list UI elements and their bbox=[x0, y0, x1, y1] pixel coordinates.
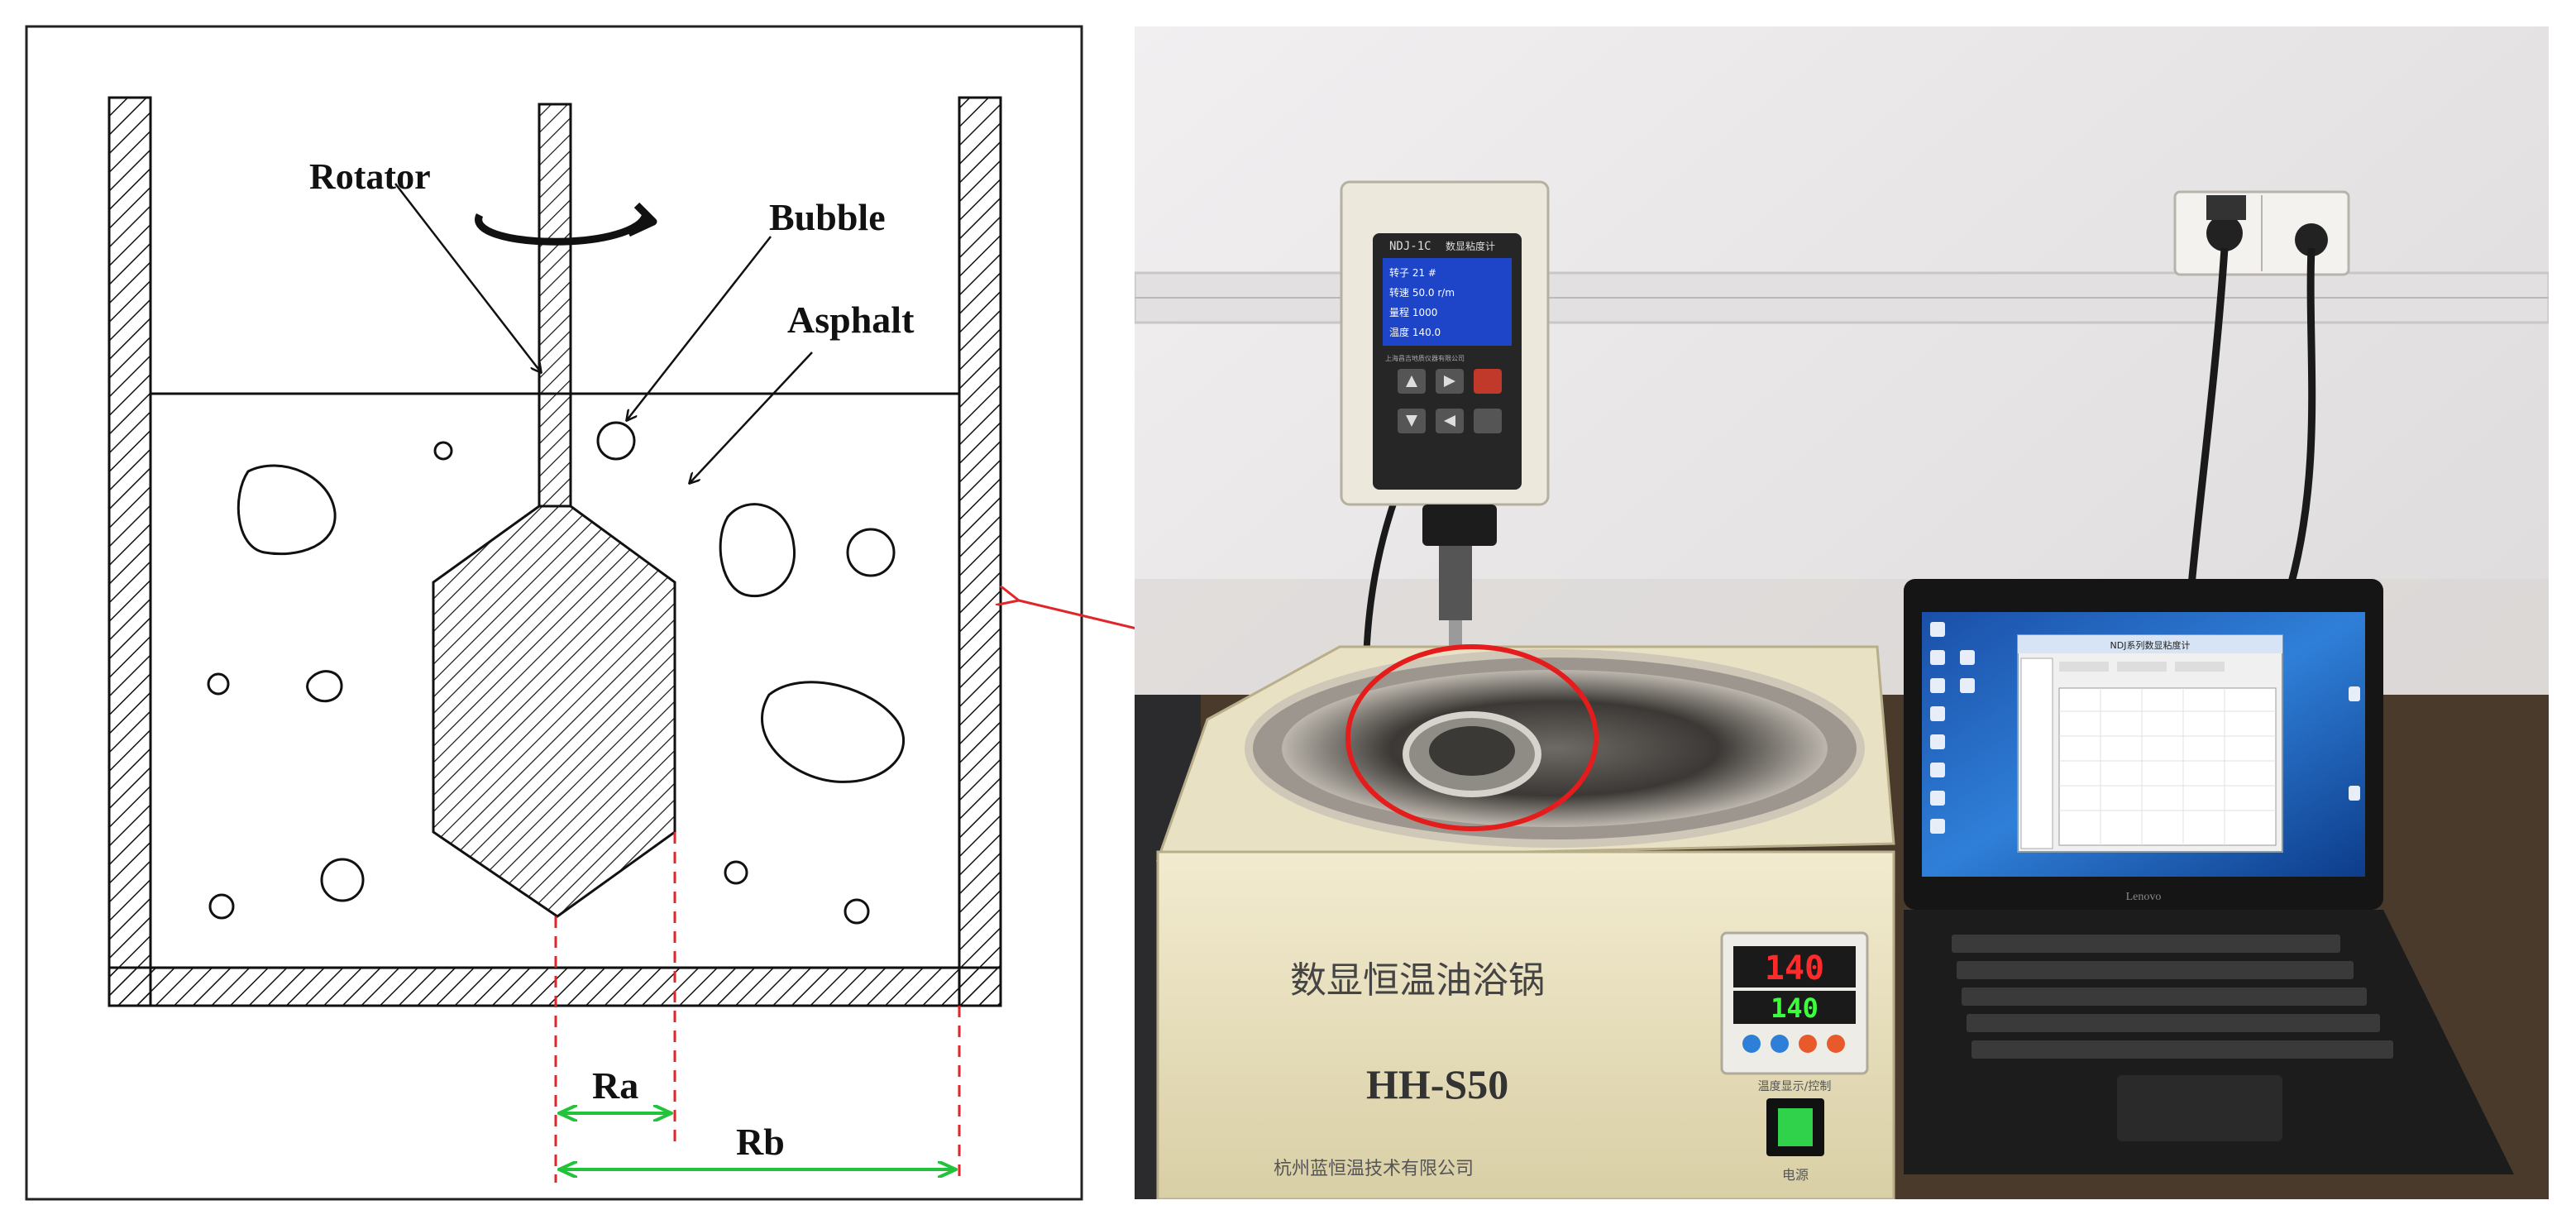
rotation-arrow-icon bbox=[475, 202, 657, 246]
viscometer-row: 转速 50.0 r/m bbox=[1389, 286, 1455, 299]
controller-button[interactable] bbox=[1742, 1035, 1761, 1053]
bubble bbox=[433, 441, 453, 461]
wall-socket bbox=[2173, 190, 2350, 276]
viscometer-row: 转子 21 # bbox=[1389, 266, 1436, 279]
bath-company: 杭州蓝恒温技术有限公司 bbox=[1274, 1159, 1474, 1179]
rb-label: Rb bbox=[736, 1121, 785, 1163]
bubble bbox=[596, 421, 636, 461]
laptop-brand: Lenovo bbox=[2126, 891, 2162, 903]
bubble bbox=[719, 503, 796, 598]
bubble bbox=[207, 672, 230, 696]
container-walls bbox=[108, 96, 1002, 1007]
bubble-label: Bubble bbox=[769, 196, 886, 238]
power-cable bbox=[2287, 247, 2316, 587]
oil-bath: 数显恒温油浴锅 HH-S50 杭州蓝恒温技术有限公司 140 140 温度显示/… bbox=[1155, 645, 1895, 1199]
viscometer-maker: 上海昌吉地质仪器有限公司 bbox=[1385, 354, 1465, 362]
temperature-setpoint: 140 bbox=[1765, 949, 1824, 988]
temperature-controller: 140 140 温度显示/控制 bbox=[1720, 931, 1869, 1093]
bubble bbox=[320, 858, 365, 902]
bubble bbox=[724, 860, 748, 885]
bubble bbox=[844, 898, 870, 925]
bubble bbox=[208, 893, 235, 920]
controller-button[interactable] bbox=[1827, 1035, 1845, 1053]
controller-button[interactable] bbox=[1799, 1035, 1817, 1053]
touchpad[interactable] bbox=[2117, 1075, 2282, 1141]
viscometer: NDJ-1C 数显粘度计 转子 21 # 转速 50.0 r/m 量程 1000… bbox=[1340, 180, 1550, 720]
bubble-pointer bbox=[627, 236, 772, 420]
rotator bbox=[432, 103, 676, 918]
controller-label: 温度显示/控制 bbox=[1758, 1080, 1832, 1093]
viscometer-model: NDJ-1C bbox=[1389, 240, 1431, 253]
rotator-pointer bbox=[394, 183, 541, 372]
viscometer-keypad[interactable] bbox=[1398, 369, 1502, 433]
viscometer-row: 温度 140.0 bbox=[1389, 326, 1441, 338]
bubble bbox=[237, 464, 337, 556]
viscometer-screen bbox=[1383, 258, 1512, 346]
bath-name: 数显恒温油浴锅 bbox=[1290, 959, 1545, 1002]
temperature-actual: 140 bbox=[1771, 992, 1818, 1024]
rotator-label: Rotator bbox=[309, 156, 431, 197]
bubble bbox=[761, 681, 905, 783]
bubble bbox=[306, 670, 343, 703]
software-title: NDJ系列数显粘度计 bbox=[2110, 639, 2191, 651]
power-cable bbox=[2187, 247, 2229, 586]
software-chart-grid bbox=[2059, 688, 2276, 845]
viscometer-row: 量程 1000 bbox=[1389, 306, 1437, 318]
asphalt-pointer bbox=[690, 351, 813, 483]
controller-button[interactable] bbox=[1771, 1035, 1789, 1053]
power-label: 电源 bbox=[1782, 1167, 1809, 1183]
schematic-panel: Rotator Bubble Asphalt Ra Rb bbox=[25, 25, 1083, 1201]
photo-panel: NDJ-1C 数显粘度计 转子 21 # 转速 50.0 r/m 量程 1000… bbox=[1135, 26, 2549, 1199]
bubbles bbox=[207, 421, 905, 925]
dimension-lines bbox=[554, 832, 961, 1183]
bath-model: HH-S50 bbox=[1366, 1061, 1508, 1107]
bubble bbox=[846, 528, 896, 577]
ra-label: Ra bbox=[592, 1064, 638, 1107]
asphalt-label: Asphalt bbox=[787, 299, 915, 341]
laptop: Lenovo bbox=[1904, 579, 2514, 1174]
software-window: NDJ系列数显粘度计 bbox=[2017, 634, 2283, 853]
desktop-icons[interactable] bbox=[1930, 622, 2360, 834]
viscometer-title: 数显粘度计 bbox=[1446, 240, 1495, 252]
highlight-circle bbox=[1345, 644, 1599, 831]
